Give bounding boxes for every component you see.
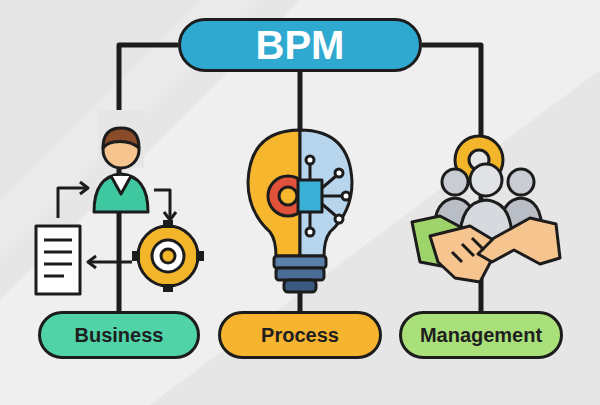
management-icon xyxy=(412,136,560,282)
title-text: BPM xyxy=(256,23,345,68)
category-pill: Management xyxy=(399,311,563,359)
business-icon xyxy=(36,110,198,294)
category-pill: Process xyxy=(218,311,382,359)
category-label: Business xyxy=(75,324,164,347)
category-label: Process xyxy=(261,324,339,347)
lightbulb-icon xyxy=(248,130,352,292)
category-label: Management xyxy=(420,324,542,347)
category-pill: Business xyxy=(38,311,200,359)
title-pill: BPM xyxy=(178,18,422,72)
